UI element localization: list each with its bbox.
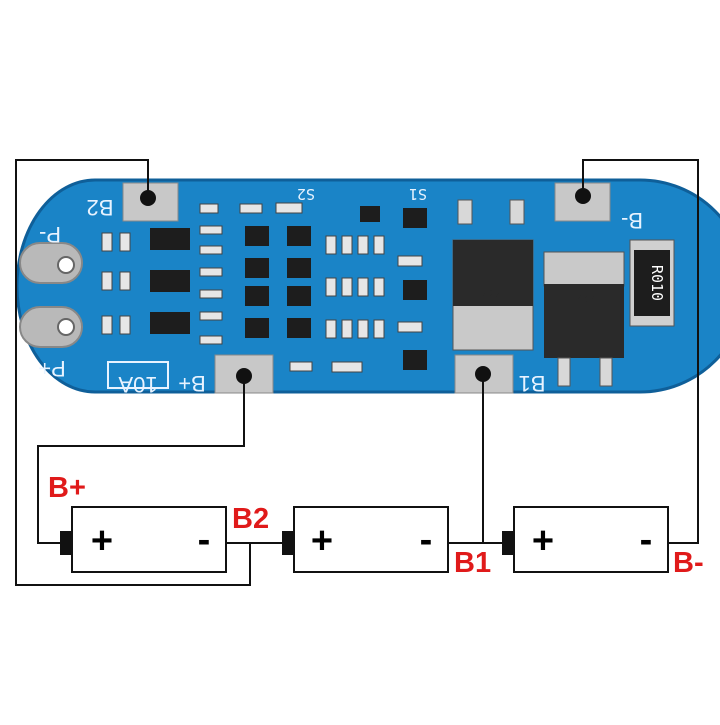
battery-2-minus: - — [420, 519, 433, 561]
silk-10a: 10A — [118, 372, 157, 397]
battery-1: + - — [60, 506, 227, 573]
ic-chip-group — [150, 206, 427, 370]
pcb-board: T45A T45A R010 B2 B- P- P+ 10A B+ B1 S1 … — [15, 178, 720, 397]
label-b1: B1 — [454, 547, 491, 579]
battery-2-plus: + — [311, 520, 333, 562]
battery-3-plus: + — [532, 520, 554, 562]
wire-b-minus — [582, 159, 699, 544]
silk-s1: S1 — [409, 185, 427, 203]
mosfet-2: T45A — [543, 251, 625, 387]
silk-b-minus: B- — [621, 208, 643, 233]
smd-components — [101, 202, 423, 373]
mosfet-2-marking: T45A — [571, 292, 598, 305]
shunt-resistor: R010 — [629, 239, 675, 327]
label-b-plus: B+ — [48, 472, 86, 504]
silk-b-plus: B+ — [178, 371, 206, 396]
p-minus-hole — [19, 242, 83, 284]
silk-b2: B2 — [87, 195, 114, 220]
silk-10a-box: 10A — [107, 361, 169, 397]
silk-b1: B1 — [519, 371, 546, 396]
pad-b-plus — [214, 354, 274, 394]
mosfet-1: T45A — [452, 199, 534, 351]
label-b-minus: B- — [673, 547, 704, 579]
mosfet-1-marking: T45A — [479, 287, 506, 300]
silk-p-plus: P+ — [38, 356, 66, 381]
battery-3: + - — [502, 506, 669, 573]
pad-b2 — [122, 182, 179, 222]
resistor-marking: R010 — [648, 265, 666, 301]
wire-b-plus — [37, 376, 245, 544]
wires — [15, 159, 699, 586]
p-plus-hole — [19, 306, 83, 348]
silk-s2: S2 — [297, 185, 315, 203]
battery-2: + - — [282, 506, 449, 573]
battery-3-minus: - — [640, 519, 653, 561]
silk-p-minus: P- — [39, 222, 61, 247]
label-b2: B2 — [232, 503, 269, 535]
battery-1-minus: - — [198, 519, 211, 561]
battery-1-plus: + — [91, 520, 113, 562]
wire-b2 — [15, 159, 251, 586]
